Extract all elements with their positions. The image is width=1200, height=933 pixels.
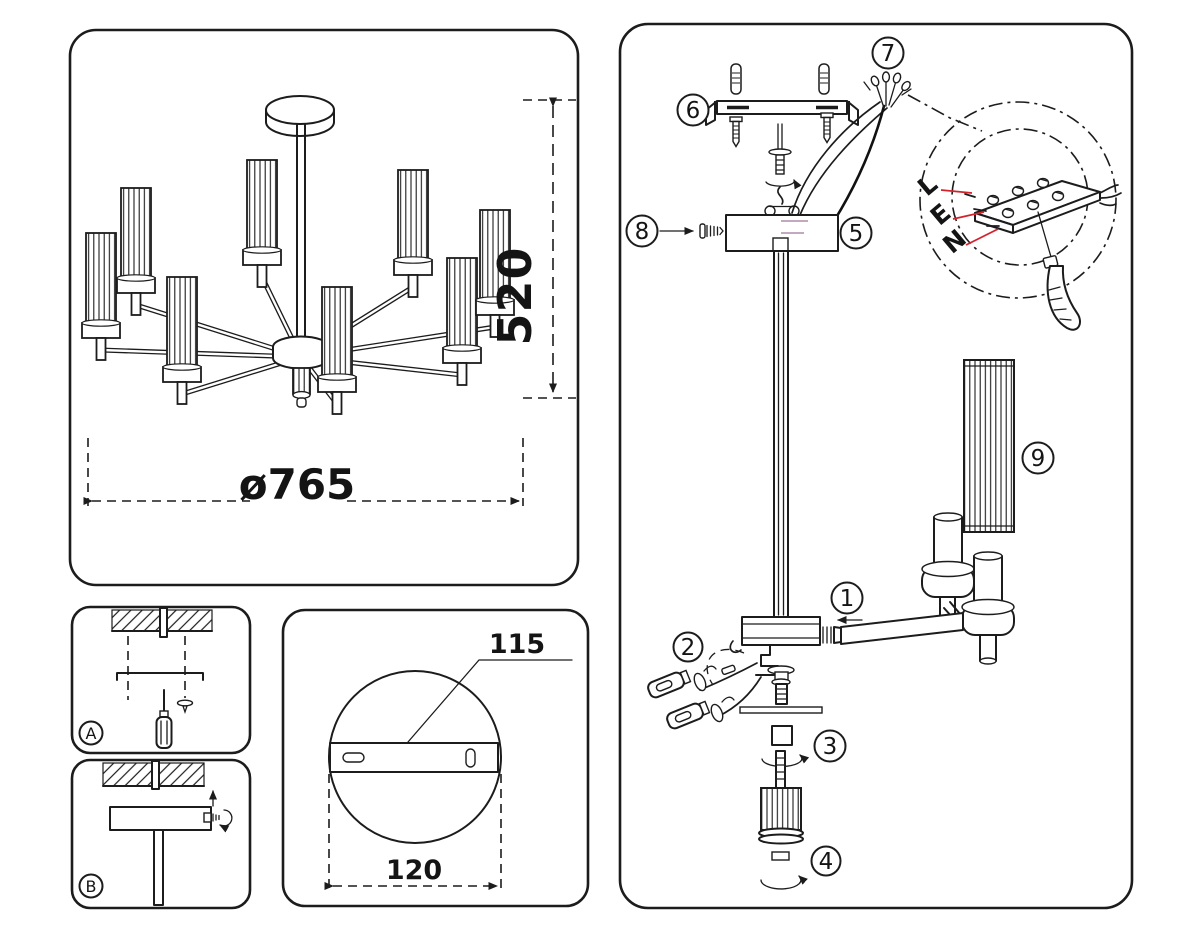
canopy-plate-panel: 115 120	[281, 608, 590, 908]
hub-and-arm	[741, 612, 964, 646]
end-cap-parts	[760, 851, 808, 890]
callout-2: 2	[681, 635, 696, 661]
sub-panel-a: A	[70, 605, 252, 755]
set-screw	[203, 812, 220, 823]
sub-panel-b: B	[70, 758, 252, 910]
bracket-slot-right	[465, 748, 476, 768]
canopy-screw	[699, 223, 724, 239]
screwdriver-icon	[155, 689, 173, 749]
bracket-slot-left	[342, 752, 365, 763]
callout-4-badge	[810, 845, 842, 877]
connector-plug-2	[666, 700, 711, 730]
diameter-dimension: ø765	[83, 438, 524, 509]
rotate-arrow	[219, 809, 233, 833]
callout-7: 7	[881, 41, 896, 67]
callout-5: 5	[849, 221, 864, 247]
canopy-assembly	[725, 214, 839, 252]
wire-ends-sketch	[863, 71, 912, 109]
bracket-bar	[716, 100, 848, 115]
rotate-arrow	[761, 754, 810, 768]
diameter-dimension-label: ø765	[239, 460, 356, 509]
callout-1-badge	[830, 581, 864, 615]
mounting-bar	[116, 672, 204, 681]
callout-1: 1	[840, 586, 855, 612]
ceiling-hatch	[166, 609, 213, 632]
hub-underside-parts	[755, 644, 795, 705]
shade-part	[963, 359, 1015, 533]
wiring-detail: L E N	[912, 101, 1122, 331]
chandelier-canopy-drawing	[265, 95, 335, 355]
callout-3-badge	[813, 729, 847, 763]
bracket-leader-line	[407, 659, 573, 743]
rotate-arrow	[765, 179, 802, 190]
callout-7-badge	[871, 36, 905, 70]
mounting-bracket-assembly	[705, 63, 859, 148]
wire-connectors	[647, 640, 762, 730]
detail-wires	[964, 184, 1122, 227]
callout-8: 8	[635, 219, 650, 245]
lamp-holders	[921, 512, 1015, 665]
chandelier-stem	[296, 121, 306, 355]
callout-9: 9	[1031, 446, 1046, 472]
leader-neutral	[965, 228, 999, 246]
detail-circle-outer	[919, 101, 1117, 299]
cap-nut	[771, 851, 790, 861]
square-nut	[771, 725, 793, 746]
panel-b-badge	[78, 873, 104, 899]
terminal-block	[964, 177, 1122, 234]
cable-tie	[1042, 255, 1081, 331]
arm-tube	[840, 612, 964, 645]
canopy-side-view	[109, 806, 212, 831]
leader-live	[940, 189, 973, 194]
callout-4: 4	[819, 849, 834, 875]
mains-wires	[791, 71, 912, 223]
assembly-panel-border	[618, 22, 1134, 910]
callout-3: 3	[823, 734, 838, 760]
overview-panel: 520 ø765	[68, 28, 580, 587]
height-dimension: 520	[488, 97, 576, 399]
canopy-diameter-label: 120	[386, 855, 442, 886]
callout-2-badge	[672, 631, 704, 663]
center-hub	[741, 616, 821, 646]
pilot-rod	[159, 607, 168, 638]
screw-small	[176, 699, 194, 715]
callout-6: 6	[686, 98, 701, 124]
center-stem	[773, 250, 789, 618]
hanger-rod	[151, 760, 160, 790]
finial-stack	[739, 706, 823, 845]
callout-8-badge	[625, 214, 659, 248]
panel-b-label: B	[86, 877, 97, 896]
stem-rod	[153, 829, 164, 906]
finial-body	[760, 787, 802, 831]
ceiling-hatch	[111, 609, 161, 632]
detail-leader-line	[907, 94, 983, 132]
callout-5-badge	[839, 216, 873, 250]
height-dimension-label: 520	[488, 246, 542, 345]
bracket-length-label: 115	[489, 629, 545, 660]
panel-a-label: A	[86, 724, 97, 743]
connector-plug-1	[647, 669, 692, 699]
callout-9-badge	[1021, 441, 1055, 475]
leader-earth	[952, 211, 985, 220]
rotate-arrow	[760, 875, 808, 890]
callout-6-badge	[676, 93, 710, 127]
assembly-panel: 6	[618, 22, 1134, 910]
flat-bar	[739, 706, 823, 714]
panel-a-badge	[78, 720, 104, 746]
